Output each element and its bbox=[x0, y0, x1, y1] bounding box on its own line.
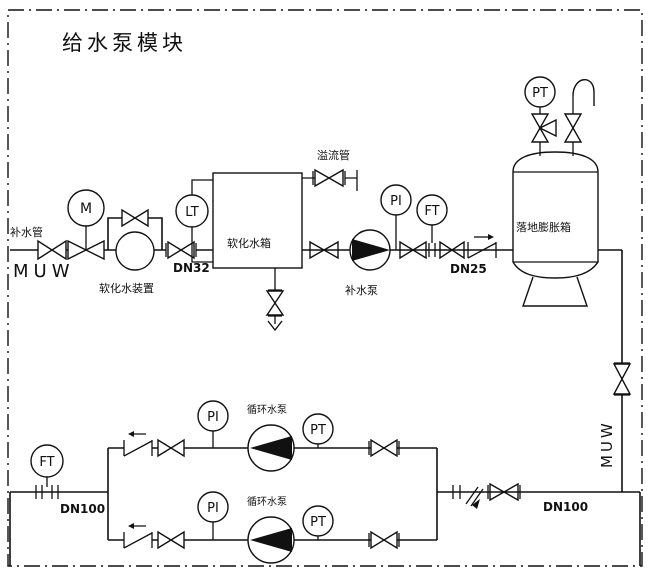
branch-valve-left bbox=[157, 530, 185, 550]
pump-impeller-icon bbox=[250, 528, 292, 552]
flow-arrow-left bbox=[128, 523, 134, 529]
level-transmitter bbox=[175, 194, 209, 228]
dn100-left-label: DN100 bbox=[60, 502, 105, 516]
pressure-transmitter-top bbox=[302, 413, 334, 445]
tank-outlet-riser: MUW bbox=[598, 249, 632, 492]
pressure-indicator-top bbox=[197, 400, 229, 432]
flow-arrow-right bbox=[488, 234, 494, 240]
pressure-indicator-bottom bbox=[197, 491, 229, 523]
pressure-transmitter-bottom bbox=[302, 505, 334, 537]
gate-valve-dn25 bbox=[439, 240, 465, 260]
main-run-right-fittings: DN100 bbox=[452, 482, 588, 514]
vent-nozzle bbox=[563, 79, 595, 156]
motor-circle bbox=[67, 189, 105, 227]
tank-skirt bbox=[522, 276, 588, 307]
ft-tap bbox=[428, 225, 436, 257]
pump-impeller-icon bbox=[250, 436, 292, 460]
muw-left-label: MUW bbox=[13, 261, 75, 282]
riser-valve bbox=[612, 363, 632, 395]
pi-tag: PI bbox=[390, 194, 402, 209]
pipe-break-mark bbox=[465, 486, 484, 509]
check-valve bbox=[123, 431, 153, 457]
branch-valve-left bbox=[157, 438, 185, 458]
flange-pair bbox=[452, 485, 461, 499]
makeup-pipe-label: 补水管 bbox=[10, 225, 43, 239]
pressure-indicator bbox=[380, 184, 412, 216]
makeup-pump-train: 补水泵 PI FT DN25 bbox=[302, 184, 513, 297]
flow-transmitter bbox=[416, 194, 448, 226]
dn100-right-label: DN100 bbox=[543, 500, 588, 514]
pump-impeller-icon bbox=[352, 239, 390, 261]
circ-pump-bottom-label: 循环水泵 bbox=[247, 495, 287, 508]
makeup-pump-label: 补水泵 bbox=[345, 284, 378, 297]
flow-transmitter-main bbox=[30, 444, 64, 478]
circ-pump-top-label: 循环水泵 bbox=[247, 403, 287, 416]
expansion-tank: 落地膨胀箱 PT MUW bbox=[512, 76, 632, 492]
circulation-section: FT DN100 PI 循环水泵 PT bbox=[9, 400, 641, 566]
bypass-valve bbox=[121, 208, 149, 228]
pt-nozzle: PT bbox=[524, 76, 557, 156]
soft-tank-label: 软化水箱 bbox=[227, 236, 271, 250]
gate-valve-dn32 bbox=[165, 240, 197, 260]
dn32-label: DN32 bbox=[173, 261, 210, 275]
pt-tag: PT bbox=[532, 86, 548, 101]
pi-top-tag: PI bbox=[207, 410, 219, 425]
softener-bypass bbox=[107, 208, 163, 250]
expansion-tank-label: 落地膨胀箱 bbox=[516, 220, 571, 234]
drain-arrow bbox=[267, 320, 283, 332]
gooseneck-vent bbox=[572, 79, 595, 106]
module-boundary bbox=[7, 9, 643, 567]
ft-tag: FT bbox=[424, 204, 439, 219]
branch-valve-right bbox=[370, 438, 398, 458]
motor-tag: M bbox=[80, 201, 92, 217]
lt-taps bbox=[191, 179, 213, 263]
softener-device bbox=[115, 231, 155, 271]
pt-top-tag: PT bbox=[310, 423, 326, 438]
vent-valve bbox=[563, 113, 583, 143]
pump-discharge-valve bbox=[399, 240, 427, 260]
main-gate-valve bbox=[489, 482, 519, 502]
main-runs bbox=[9, 448, 641, 566]
softener-label: 软化水装置 bbox=[99, 281, 154, 295]
gate-valve bbox=[37, 239, 67, 261]
circ-pump-branch-bottom: PI 循环水泵 PT bbox=[108, 491, 437, 564]
flow-arrow-left bbox=[128, 431, 134, 437]
page-title: 给水泵模块 bbox=[62, 31, 187, 55]
pressure-transmitter bbox=[524, 76, 556, 108]
branch-valve-right bbox=[370, 530, 398, 550]
overflow-valve bbox=[314, 168, 344, 188]
pi-bottom-tag: PI bbox=[207, 501, 219, 516]
overflow-label: 溢流管 bbox=[317, 148, 350, 162]
motorized-valve: M bbox=[67, 189, 105, 261]
softened-water-tank: 软化水箱 LT 溢流管 bbox=[175, 148, 358, 332]
pt-bottom-tag: PT bbox=[310, 515, 326, 530]
lt-tag: LT bbox=[185, 205, 198, 220]
makeup-water-train: 补水管 MUW M 软化水装置 DN32 bbox=[10, 189, 213, 295]
drain-valve bbox=[265, 290, 285, 316]
three-way-valve bbox=[530, 113, 557, 143]
check-valve bbox=[467, 234, 497, 259]
pump-suction-valve bbox=[309, 240, 339, 260]
circ-pump-branch-top: PI 循环水泵 PT bbox=[108, 400, 437, 472]
flow-element: FT bbox=[30, 444, 64, 499]
overflow-line: 溢流管 bbox=[302, 148, 358, 191]
ft-main-tag: FT bbox=[39, 455, 54, 470]
dn25-label: DN25 bbox=[450, 262, 487, 276]
tank-drain bbox=[265, 268, 285, 332]
muw-right-label: MUW bbox=[598, 420, 616, 468]
check-valve bbox=[123, 523, 153, 549]
